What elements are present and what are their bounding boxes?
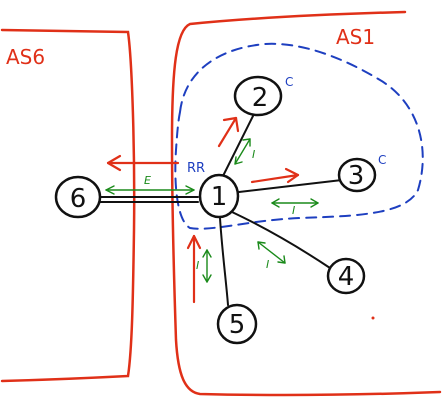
ibgp-session-arrow-4 <box>257 241 286 264</box>
links <box>99 111 343 306</box>
node-4: 4 <box>326 257 366 295</box>
node-5: 5 <box>216 303 258 345</box>
node-1-label: 1 <box>211 182 228 212</box>
node-2-label: 2 <box>252 83 269 113</box>
as6-boundary <box>0 28 136 383</box>
node-2: 2 <box>233 75 283 117</box>
session-arrows <box>105 138 319 283</box>
ibgp-label-4: I <box>266 258 269 271</box>
ebgp-label: E <box>144 174 151 187</box>
ebgp-session-arrow <box>105 185 195 195</box>
link-1-3 <box>238 179 343 193</box>
ibgp-session-arrow-3 <box>271 198 319 208</box>
link-1-5 <box>219 217 229 306</box>
ibgp-session-arrow-5 <box>202 249 212 283</box>
route-arrow-to-3 <box>250 167 300 184</box>
node-1: 1 <box>198 173 240 219</box>
node-4-label: 4 <box>338 262 355 292</box>
link-1-2 <box>221 111 256 179</box>
node-5-label: 5 <box>229 310 246 340</box>
as1-boundary <box>170 10 442 397</box>
node-3: 3 <box>337 157 377 193</box>
ibgp-label-5: I <box>196 259 199 272</box>
marker-dot <box>371 316 375 320</box>
ibgp-label-3: I <box>292 204 295 217</box>
route-arrow-to-2 <box>217 116 240 148</box>
ibgp-session-arrow-2 <box>234 138 251 165</box>
as6-label: AS6 <box>6 45 45 69</box>
route-arrow-to-6 <box>106 154 180 172</box>
rr-cluster-boundary <box>174 42 424 230</box>
as1-label: AS1 <box>336 25 375 49</box>
node-3-label: 3 <box>348 161 365 191</box>
client-2-label: C <box>285 75 293 89</box>
link-1-4 <box>231 211 331 269</box>
node-6-label: 6 <box>70 184 87 214</box>
ibgp-label-2: I <box>252 148 255 161</box>
client-3-label: C <box>378 153 386 167</box>
route-arrows <box>106 116 300 304</box>
rr-label: RR <box>187 161 205 176</box>
node-6: 6 <box>54 175 102 219</box>
route-arrow-from-5 <box>186 234 202 304</box>
